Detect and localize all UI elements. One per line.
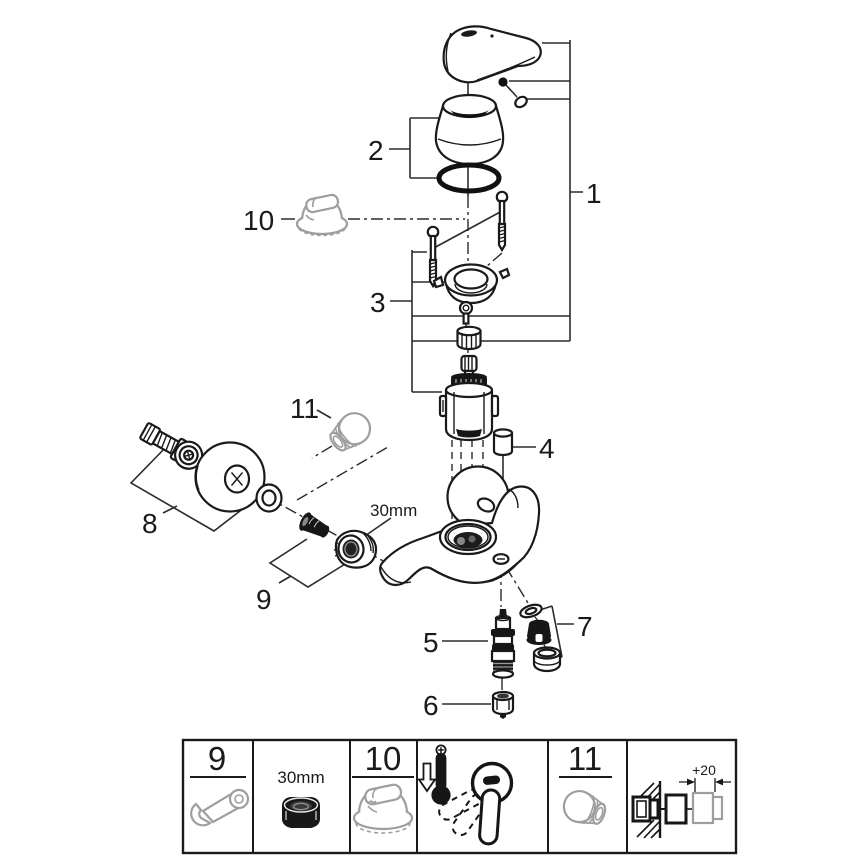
callout-3: 3 xyxy=(370,287,386,318)
legend-number-9: 9 xyxy=(208,740,226,777)
escutcheon xyxy=(194,441,266,513)
extension-adapter-icon xyxy=(562,790,607,825)
s-union-fitting xyxy=(139,422,204,470)
legend-cell-extension: +20 xyxy=(631,762,731,839)
extension-dimension-label: +20 xyxy=(692,762,716,778)
leader-lines xyxy=(129,40,583,705)
callout-7: 7 xyxy=(577,611,593,642)
legend-nut-size-label: 30mm xyxy=(277,768,324,787)
nut-size-label: 30mm xyxy=(370,501,417,520)
callout-11: 11 xyxy=(290,393,319,424)
check-valve-cap xyxy=(295,193,349,237)
callout-4: 4 xyxy=(539,433,555,464)
legend-cell-nut-size: 30mm xyxy=(277,768,325,828)
legend-cell-cap: 10 xyxy=(352,740,414,834)
cartridge-nut xyxy=(456,325,482,351)
callout-5: 5 xyxy=(423,627,439,658)
mounting-screw-left xyxy=(426,225,440,289)
diverter-knob xyxy=(491,690,515,719)
callout-6: 6 xyxy=(423,690,439,721)
legend-cell-tool: 9 xyxy=(190,740,250,827)
callouts: 1 2 3 4 5 6 7 8 9 10 11 30mm xyxy=(142,135,602,721)
washer xyxy=(255,483,283,513)
callout-line-3 xyxy=(390,250,444,393)
escutcheon-flange xyxy=(432,263,511,305)
legend: 9 30mm 10 xyxy=(181,738,738,855)
legend-cell-temperature xyxy=(417,744,514,846)
callout-2: 2 xyxy=(368,135,384,166)
cartridge xyxy=(438,354,500,442)
wall-extension-diagram-icon xyxy=(631,778,731,839)
handle-set-screw xyxy=(498,77,528,109)
screw-plug xyxy=(514,95,528,109)
legend-number-11: 11 xyxy=(568,740,602,777)
callout-line-9 xyxy=(268,538,351,588)
open-end-wrench-icon xyxy=(190,788,250,827)
thermometer-icon xyxy=(431,744,451,805)
stop-plug xyxy=(492,428,514,457)
callout-1: 1 xyxy=(586,178,602,209)
union-nut-icon xyxy=(282,797,320,828)
callout-8: 8 xyxy=(142,508,158,539)
mounting-screw-right xyxy=(495,190,509,253)
lever-handle xyxy=(442,25,542,84)
callout-line-2 xyxy=(389,117,446,179)
callout-10: 10 xyxy=(243,205,274,236)
callout-line-1 xyxy=(412,40,583,342)
callout-line-7 xyxy=(539,605,574,663)
handle-slot xyxy=(461,30,477,37)
cartridge-fixing-screw xyxy=(458,300,474,326)
o-ring xyxy=(436,162,502,194)
callout-9: 9 xyxy=(256,584,272,615)
down-arrow-icon xyxy=(417,762,437,793)
legend-cell-adapter: 11 xyxy=(559,740,612,825)
callout-line-8 xyxy=(129,444,263,532)
valve-cap-icon xyxy=(352,783,414,834)
faucet-body xyxy=(379,465,541,587)
dome-cap xyxy=(434,93,505,166)
diverter-cartridge xyxy=(490,609,516,679)
union-nut-30mm xyxy=(333,529,378,569)
extension-adapter xyxy=(329,412,372,452)
inlet-filter xyxy=(299,512,330,538)
lever-position-icon xyxy=(438,761,514,846)
legend-number-10: 10 xyxy=(365,740,402,777)
aerator-assembly xyxy=(519,603,562,673)
